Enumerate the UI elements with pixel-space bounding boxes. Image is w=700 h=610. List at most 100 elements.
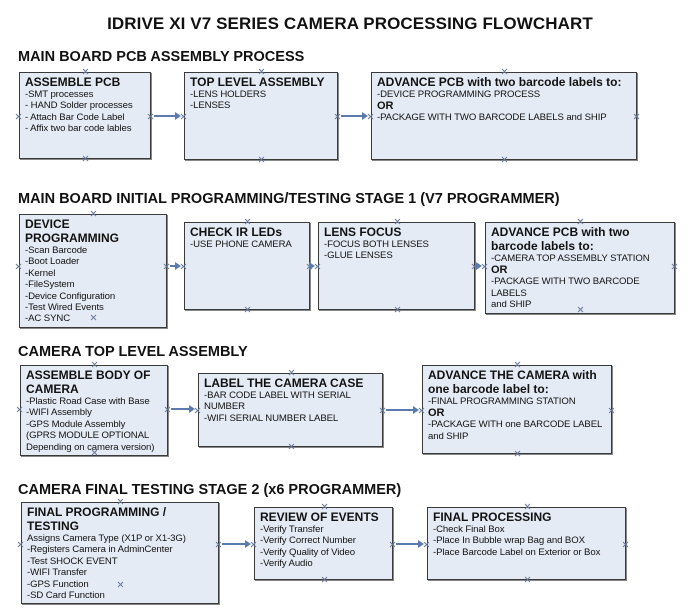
process-step: -GLUE LENSES xyxy=(324,250,393,262)
connection-point-icon[interactable] xyxy=(515,451,520,456)
connection-point-icon[interactable] xyxy=(83,69,88,74)
process-box[interactable]: ADVANCE THE CAMERA with one barcode labe… xyxy=(422,365,612,454)
process-box[interactable]: REVIEW OF EVENTS-Verify Transfer-Verify … xyxy=(254,507,393,580)
process-step: -GPS Function xyxy=(27,578,89,590)
flow-arrow xyxy=(341,112,368,120)
connection-point-icon[interactable] xyxy=(315,264,320,269)
flowchart-title: IDRIVE XI V7 SERIES CAMERA PROCESSING FL… xyxy=(107,14,593,33)
connection-point-icon[interactable] xyxy=(515,362,520,367)
process-box-title: FINAL PROCESSING xyxy=(433,510,552,524)
connection-point-icon[interactable] xyxy=(502,69,507,74)
connection-point-icon[interactable] xyxy=(634,114,639,119)
process-step: Depending on camera version) xyxy=(26,441,155,453)
connection-point-icon[interactable] xyxy=(289,370,294,375)
connection-point-icon[interactable] xyxy=(91,211,96,216)
connection-point-icon[interactable] xyxy=(289,444,294,449)
process-step: -WIFI Assembly xyxy=(26,407,92,419)
connection-point-icon[interactable] xyxy=(148,114,153,119)
connection-point-icon[interactable] xyxy=(16,264,21,269)
connection-point-icon[interactable] xyxy=(118,582,123,587)
connection-point-icon[interactable] xyxy=(578,219,583,224)
process-box[interactable]: LABEL THE CAMERA CASE-BAR CODE LABEL WIT… xyxy=(198,373,383,447)
process-box[interactable]: ADVANCE PCB with two barcode labels to: -… xyxy=(371,72,637,160)
process-box[interactable]: FINAL PROCESSING -Check Final Box-Place … xyxy=(427,507,626,580)
flow-arrow xyxy=(154,112,181,120)
process-step: -Verify Audio xyxy=(260,558,313,570)
process-box-title: ADVANCE PCB with two barcode labels to: xyxy=(377,75,622,89)
process-box[interactable]: ADVANCE PCB with two barcode labels to:-… xyxy=(485,222,675,314)
process-step: -CAMERA TOP ASSEMBLY STATION xyxy=(491,253,650,264)
connection-point-icon[interactable] xyxy=(368,114,373,119)
process-step: - Affix two bar code lables xyxy=(25,123,132,135)
connection-point-icon[interactable] xyxy=(92,450,97,455)
process-step: OR xyxy=(377,100,394,113)
process-step: -SD Card Function xyxy=(27,590,105,602)
connection-point-icon[interactable] xyxy=(92,362,97,367)
process-box-title: ASSEMBLE PCB xyxy=(25,75,121,89)
connection-point-icon[interactable] xyxy=(16,114,21,119)
connection-point-icon[interactable] xyxy=(424,542,429,547)
process-box[interactable]: CHECK IR LEDs-USE PHONE CAMERA xyxy=(184,222,310,310)
process-step: -FINAL PROGRAMMING STATION xyxy=(428,396,576,407)
connection-point-icon[interactable] xyxy=(83,156,88,161)
process-step: -Kernel xyxy=(25,267,56,279)
process-step: - HAND Solder processes xyxy=(25,100,133,112)
connection-point-icon[interactable] xyxy=(164,264,169,269)
process-box[interactable]: DEVICE PROGRAMMING-Scan Barcode-Boot Loa… xyxy=(19,214,167,328)
process-box-title: FINAL PROGRAMMING / TESTING xyxy=(27,505,167,533)
process-step: -WIFI Transfer xyxy=(27,567,87,579)
process-step: -Plastic Road Case with Base xyxy=(26,396,150,407)
process-step: -Place Barcode Label on Exterior or Box xyxy=(433,546,601,558)
process-step: OR xyxy=(491,264,508,277)
process-box[interactable]: ASSEMBLE BODY OF CAMERA-Plastic Road Cas… xyxy=(20,365,168,457)
connection-point-icon[interactable] xyxy=(335,114,340,119)
section-heading: CAMERA TOP LEVEL ASSEMBLY xyxy=(18,344,248,360)
connection-point-icon[interactable] xyxy=(181,114,186,119)
process-step: -Device Configuration xyxy=(25,290,116,302)
process-step: -WIFI SERIAL NUMBER LABEL xyxy=(204,412,339,424)
connection-point-icon[interactable] xyxy=(395,307,400,312)
connection-point-icon[interactable] xyxy=(322,504,327,509)
process-step: -PACKAGE WITH TWO BARCODE LABELS and SHI… xyxy=(377,112,607,124)
connection-point-icon[interactable] xyxy=(251,542,256,547)
connection-point-icon[interactable] xyxy=(390,542,395,547)
process-step: -Verify Transfer xyxy=(260,524,324,535)
connection-point-icon[interactable] xyxy=(419,408,424,413)
connection-point-icon[interactable] xyxy=(482,264,487,269)
section-heading: CAMERA FINAL TESTING STAGE 2 (x6 PROGRAM… xyxy=(18,482,402,498)
connection-point-icon[interactable] xyxy=(195,408,200,413)
process-box[interactable]: TOP LEVEL ASSEMBLY-LENS HOLDERS-LENSES xyxy=(184,72,338,160)
connection-point-icon[interactable] xyxy=(216,542,221,547)
section-heading: MAIN BOARD INITIAL PROGRAMMING/TESTING S… xyxy=(18,191,560,207)
connection-point-icon[interactable] xyxy=(18,542,23,547)
connection-point-icon[interactable] xyxy=(17,407,22,412)
flow-arrow xyxy=(170,262,181,270)
process-step: -GPS Module Assembly xyxy=(26,418,126,430)
connection-point-icon[interactable] xyxy=(525,504,530,509)
process-box-title: TOP LEVEL ASSEMBLY xyxy=(190,75,325,89)
process-box-title: LENS FOCUS xyxy=(324,225,402,239)
connection-point-icon[interactable] xyxy=(245,307,250,312)
connection-point-icon[interactable] xyxy=(609,408,614,413)
connection-point-icon[interactable] xyxy=(91,315,96,320)
connection-point-icon[interactable] xyxy=(525,577,530,582)
process-box[interactable]: LENS FOCUS-FOCUS BOTH LENSES-GLUE LENSES xyxy=(318,222,475,310)
process-step: -FOCUS BOTH LENSES xyxy=(324,239,429,250)
process-box[interactable]: ASSEMBLE PCB -SMT processes- HAND Solder… xyxy=(19,72,151,159)
process-step: -BAR CODE LABEL WITH SERIAL NUMBER xyxy=(204,390,351,413)
process-box-title: CHECK IR LEDs xyxy=(190,225,283,239)
connection-point-icon[interactable] xyxy=(672,264,677,269)
connection-point-icon[interactable] xyxy=(245,219,250,224)
connection-point-icon[interactable] xyxy=(259,69,264,74)
connection-point-icon[interactable] xyxy=(322,577,327,582)
connection-point-icon[interactable] xyxy=(181,264,186,269)
connection-point-icon[interactable] xyxy=(165,407,170,412)
connection-point-icon[interactable] xyxy=(395,219,400,224)
connection-point-icon[interactable] xyxy=(259,157,264,162)
connection-point-icon[interactable] xyxy=(380,408,385,413)
connection-point-icon[interactable] xyxy=(578,307,583,312)
connection-point-icon[interactable] xyxy=(623,542,628,547)
connection-point-icon[interactable] xyxy=(502,157,507,162)
connection-point-icon[interactable] xyxy=(118,499,123,504)
